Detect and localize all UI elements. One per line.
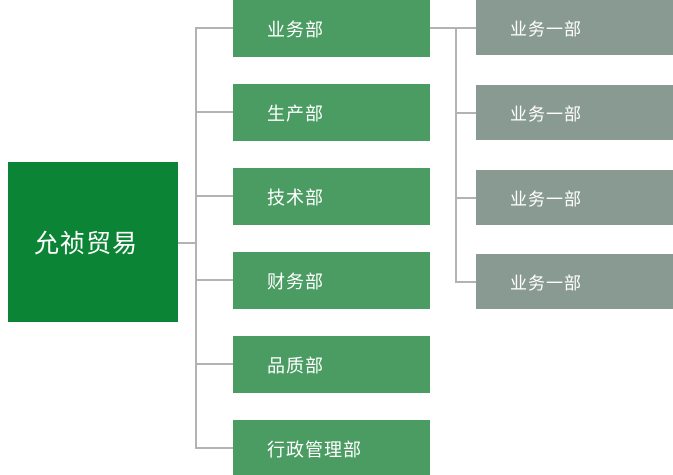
org-node-department-2-label: 生产部 [267,103,324,125]
org-node-department-6[interactable]: 行政管理部 [233,420,430,475]
org-node-sub-unit-3[interactable]: 业务一部 [476,170,673,225]
org-node-department-3-label: 技术部 [267,187,324,209]
connector-branch-sub-1 [455,27,477,29]
connector-branch-dept-6 [195,447,235,449]
org-node-sub-unit-2-label: 业务一部 [510,105,582,125]
org-node-sub-unit-4[interactable]: 业务一部 [476,254,673,309]
connector-sales-stub [430,27,456,29]
org-node-department-5-label: 品质部 [267,355,324,377]
org-node-department-1[interactable]: 业务部 [233,0,430,57]
org-node-root-label: 允祯贸易 [34,229,139,258]
org-node-department-1-label: 业务部 [267,19,324,41]
connector-branch-dept-4 [195,279,235,281]
org-node-department-4-label: 财务部 [267,271,324,293]
org-node-root[interactable]: 允祯贸易 [8,162,178,322]
connector-root-stub [178,242,197,244]
org-node-sub-unit-2[interactable]: 业务一部 [476,85,673,140]
org-node-department-3[interactable]: 技术部 [233,168,430,225]
org-node-department-6-label: 行政管理部 [267,439,362,461]
org-node-sub-unit-1-label: 业务一部 [510,20,582,40]
connector-branch-dept-2 [195,111,235,113]
connector-branch-dept-5 [195,363,235,365]
connector-branch-sub-3 [455,197,477,199]
org-node-sub-unit-4-label: 业务一部 [510,274,582,294]
connector-branch-sub-4 [455,281,477,283]
connector-branch-dept-1 [195,27,235,29]
org-node-department-2[interactable]: 生产部 [233,84,430,141]
org-node-department-4[interactable]: 财务部 [233,252,430,309]
connector-branch-sub-2 [455,112,477,114]
connector-trunk-sub-units [455,27,457,282]
connector-branch-dept-3 [195,195,235,197]
org-node-sub-unit-3-label: 业务一部 [510,190,582,210]
org-node-sub-unit-1[interactable]: 业务一部 [476,0,673,55]
connector-trunk-departments [195,27,197,448]
org-node-department-5[interactable]: 品质部 [233,336,430,393]
